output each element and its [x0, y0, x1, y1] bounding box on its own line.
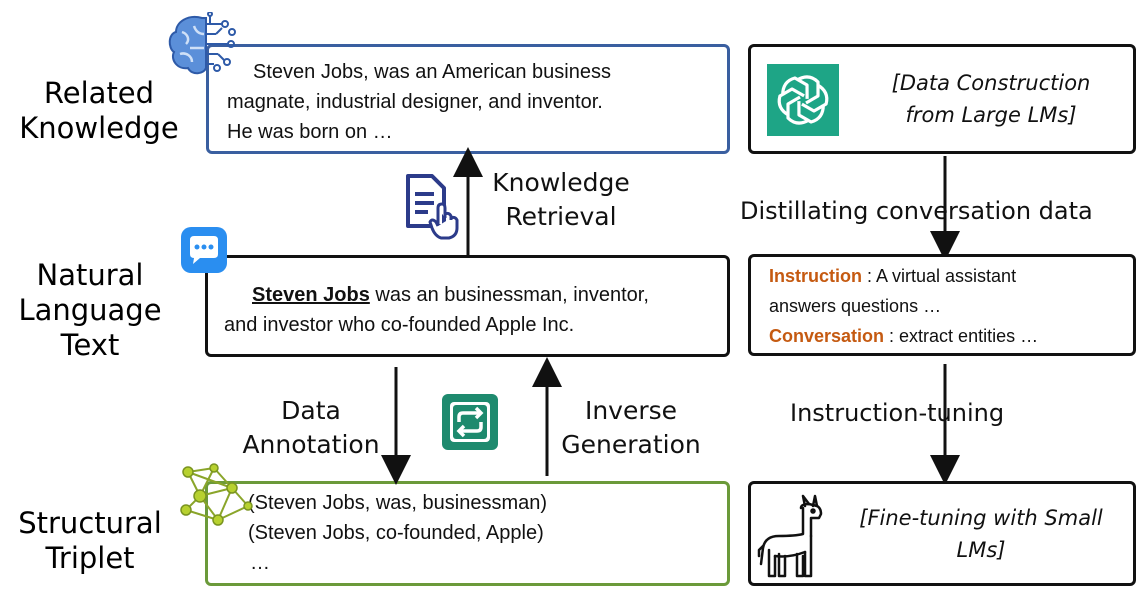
knowledge-box: Steven Jobs, was an American business ma… — [206, 44, 730, 154]
llama-icon — [755, 494, 829, 580]
text-line: and investor who co-founded Apple Inc. — [224, 314, 575, 336]
data-construction-line: from Large LMs] — [905, 103, 1077, 127]
knowledge-retrieval-label: Knowledge Retrieval — [492, 168, 630, 231]
conversation-key: Conversation — [769, 326, 885, 346]
instruction-text: : A virtual assistant — [862, 266, 1017, 286]
data-construction-box: [Data Construction from Large LMs] — [748, 44, 1136, 154]
triplet-line: (Steven Jobs, was, businessman) — [248, 492, 548, 514]
fine-tuning-line: LMs] — [956, 538, 1006, 562]
data-annotation-label: Data Annotation — [242, 396, 380, 459]
fine-tuning-box: [Fine-tuning with Small LMs] — [748, 481, 1136, 586]
triplet-line: … — [250, 552, 270, 574]
triplet-box: (Steven Jobs, was, businessman) (Steven … — [205, 481, 730, 586]
conversation-text: : extract entities … — [884, 326, 1039, 346]
structural-triplet-label: Structural Triplet — [18, 506, 162, 575]
inverse-generation-label: Inverse Generation — [561, 396, 701, 459]
document-hand-icon — [402, 172, 462, 240]
knowledge-line: magnate, industrial designer, and invent… — [227, 91, 603, 113]
data-construction-line: [Data Construction — [891, 71, 1091, 95]
entity-highlight: Steven Jobs — [252, 284, 370, 306]
natural-language-box: Steven Jobs was an businessman, inventor… — [205, 255, 730, 357]
brain-circuit-icon — [166, 11, 248, 78]
natural-language-text-label: Natural Language Text — [18, 258, 162, 362]
network-graph-icon — [178, 462, 254, 528]
instruction-key: Instruction — [769, 266, 862, 286]
chat-bubble-icon — [180, 226, 228, 274]
instruction-text-2: answers questions … — [769, 296, 942, 316]
instruction-tuning-label: Instruction-tuning — [790, 399, 1005, 427]
knowledge-line: He was born on … — [227, 121, 393, 143]
text-line-rest: was an businessman, inventor, — [369, 284, 649, 306]
fine-tuning-line: [Fine-tuning with Small — [859, 506, 1103, 530]
distill-label: Distillating conversation data — [740, 197, 1093, 225]
knowledge-line: Steven Jobs, was an American business — [253, 61, 611, 83]
instruction-box: Instruction : A virtual assistant answer… — [748, 254, 1136, 356]
refresh-icon — [440, 392, 500, 452]
related-knowledge-label: Related Knowledge — [19, 76, 179, 145]
openai-logo-icon — [767, 64, 839, 136]
triplet-line: (Steven Jobs, co-founded, Apple) — [248, 522, 544, 544]
